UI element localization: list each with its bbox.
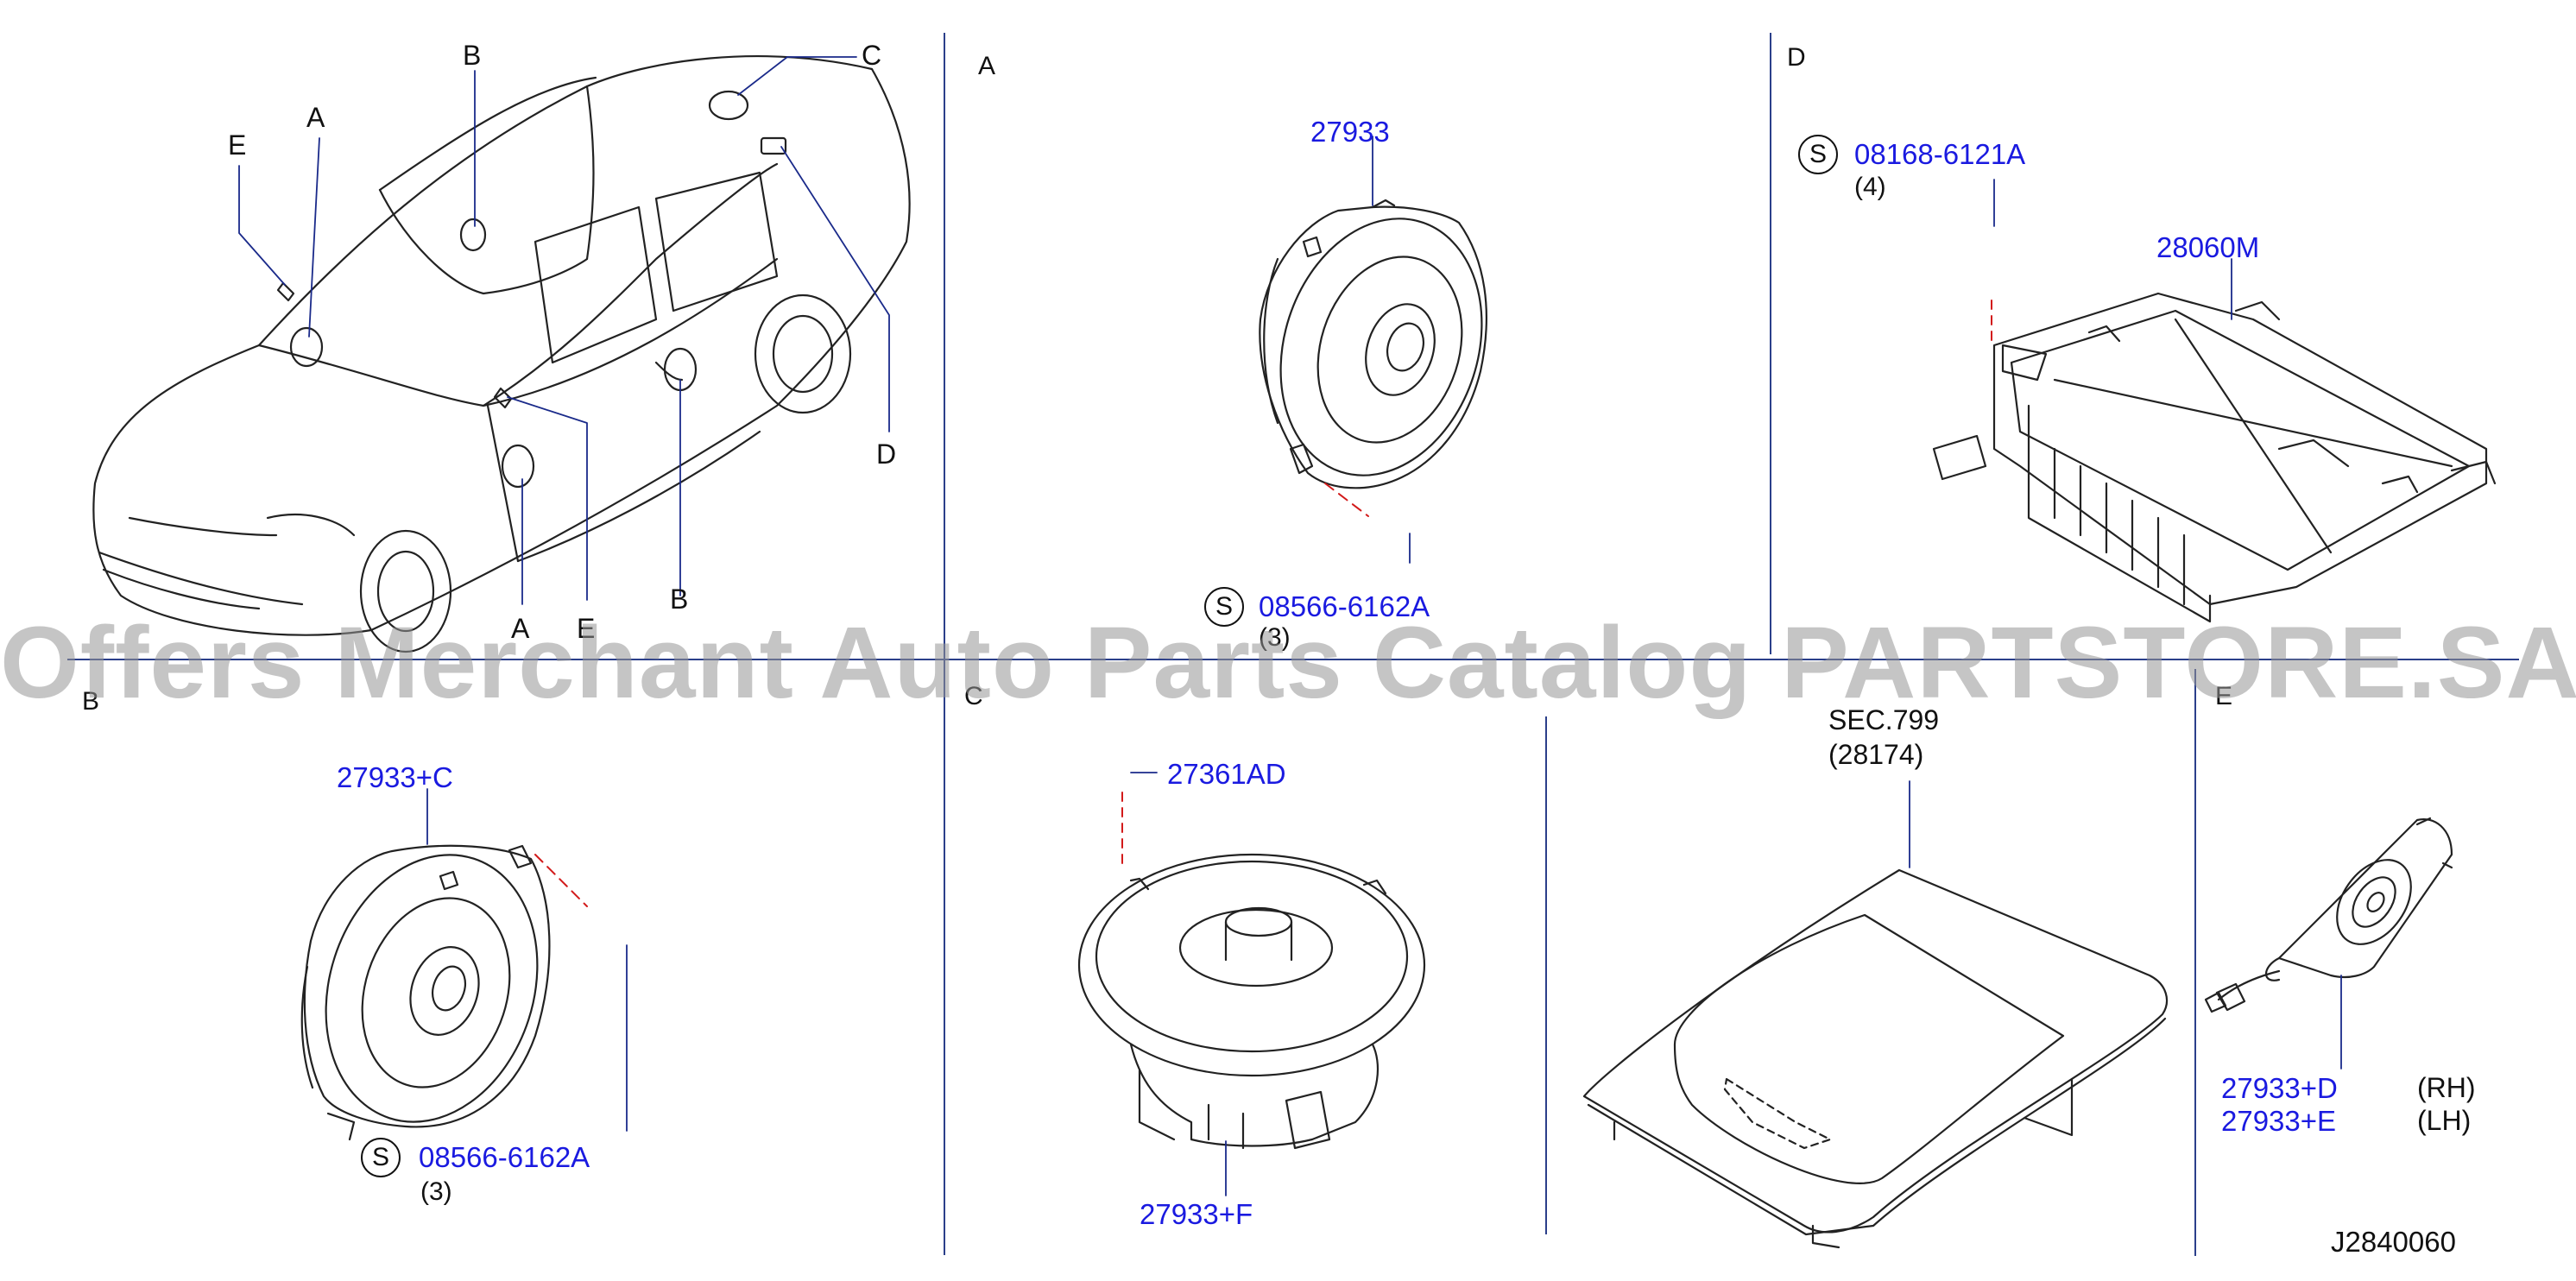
section-a-screw-part-number[interactable]: 08566-6162A [1259, 590, 1430, 622]
section-b-speaker-part-number[interactable]: 27933+C [337, 761, 453, 793]
divider-vertical-1 [944, 33, 945, 1255]
car-label-b-top: B [463, 40, 482, 71]
section-b-screw-quantity: (3) [420, 1177, 452, 1206]
car-label-c-top: C [862, 40, 882, 71]
divider-vertical-4 [2194, 669, 2196, 1256]
shelf-section-reference: SEC.799 [1828, 704, 1940, 735]
divider-vertical-2 [1770, 33, 1771, 654]
section-d-screw-part-number[interactable]: 08168-6121A [1854, 138, 2026, 170]
section-b-letter: B [82, 687, 100, 716]
section-b-screw-dash [534, 854, 588, 907]
section-b-screw-symbol: S [361, 1138, 401, 1177]
section-e-rh-part-number[interactable]: 27933+D [2221, 1072, 2338, 1104]
section-e-rh-side: (RH) [2417, 1072, 2476, 1103]
section-d-screw-quantity: (4) [1854, 173, 1886, 201]
diagram-reference-code: J2840060 [2331, 1226, 2456, 1258]
car-label-e-top: E [228, 129, 247, 161]
section-a-screw-quantity: (3) [1259, 623, 1291, 652]
section-d-amplifier [1932, 292, 2497, 623]
section-e-letter: E [2215, 682, 2233, 710]
section-e-lh-side: (LH) [2417, 1105, 2472, 1136]
car-label-d-side: D [876, 439, 897, 470]
section-d-amplifier-part-number[interactable]: 28060M [2156, 231, 2260, 263]
car-label-e-bottom: E [577, 613, 596, 644]
car-label-a-bottom: A [511, 613, 530, 644]
section-b-speaker [300, 844, 551, 1141]
section-a-screw-dash [1324, 483, 1369, 517]
section-b-screw-part-number[interactable]: 08566-6162A [419, 1141, 590, 1173]
car-label-a-top: A [306, 102, 325, 133]
car-leader-lines [238, 56, 890, 605]
section-a-speaker [1259, 199, 1487, 489]
shelf-panel [1582, 868, 2169, 1249]
car-illustration [92, 55, 911, 653]
watermark-text: Offers Merchant Auto Parts Catalog PARTS… [0, 606, 2576, 720]
shelf-section-part: (28174) [1828, 739, 1924, 770]
section-e-tweeter [2204, 817, 2453, 1013]
section-e-lh-part-number[interactable]: 27933+E [2221, 1105, 2337, 1137]
section-a-letter: A [978, 52, 996, 80]
section-c-letter: C [964, 682, 983, 710]
section-d-letter: D [1787, 43, 1806, 72]
section-a-screw-symbol: S [1204, 587, 1244, 627]
section-c-speaker [1077, 853, 1426, 1150]
section-c-clip-part-number[interactable]: 27361AD [1167, 758, 1286, 790]
section-a-speaker-part-number[interactable]: 27933 [1310, 116, 1390, 148]
divider-vertical-3 [1545, 716, 1547, 1234]
car-label-b-bottom: B [670, 584, 689, 615]
section-c-speaker-part-number[interactable]: 27933+F [1140, 1198, 1253, 1230]
divider-horizontal [67, 659, 2519, 660]
section-d-screw-symbol: S [1798, 135, 1838, 174]
